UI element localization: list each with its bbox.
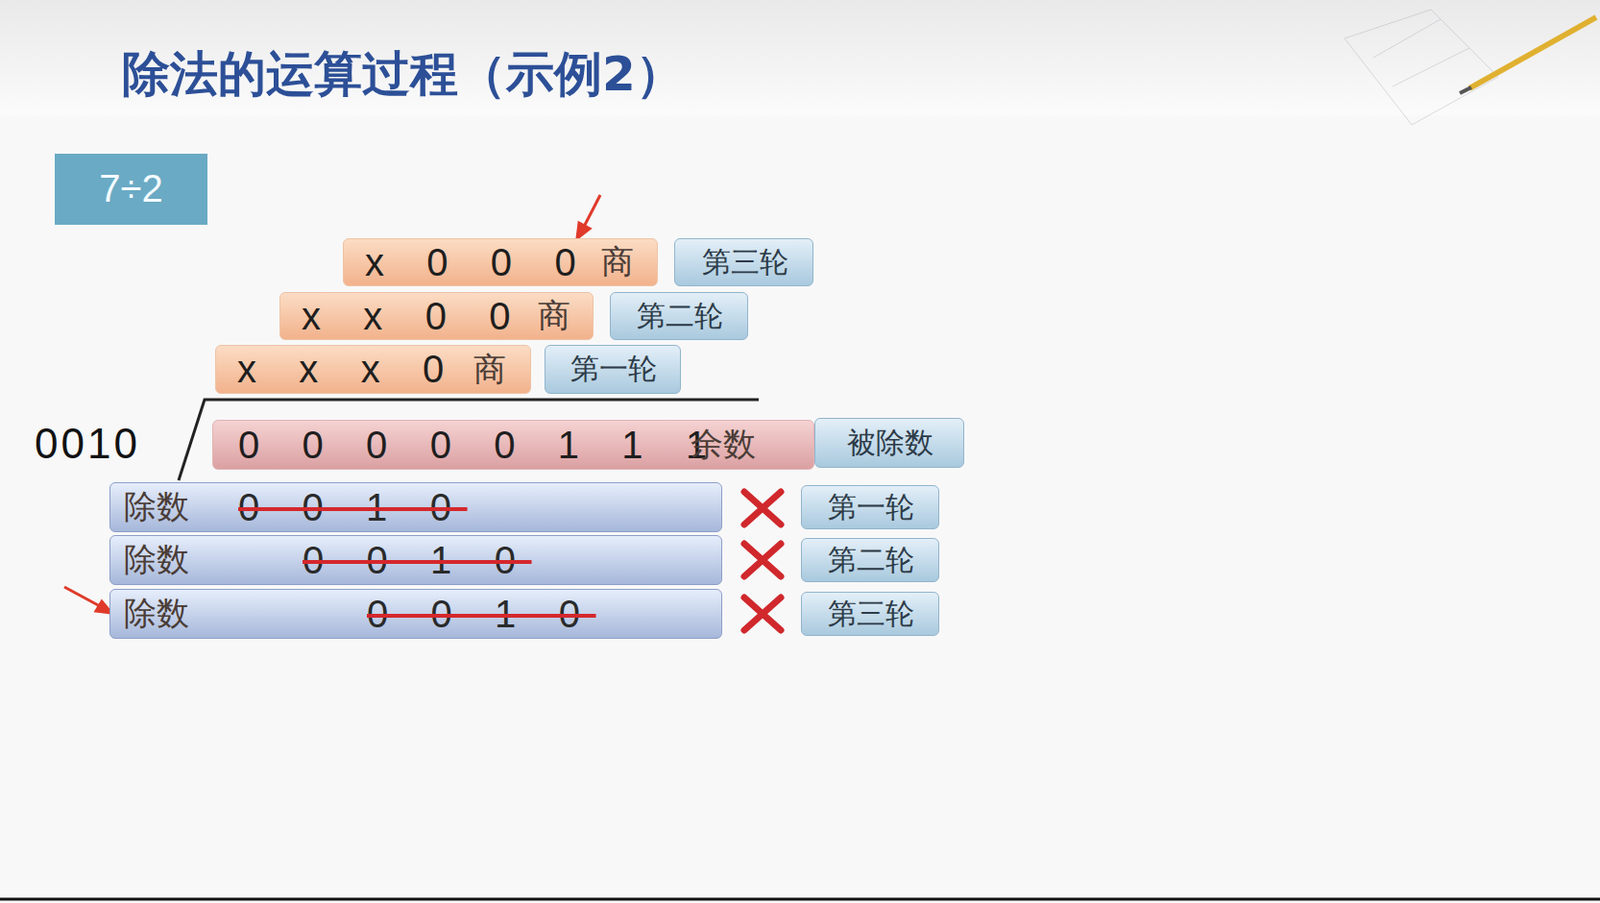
pencil [1469, 17, 1597, 89]
dividend-bar: 0 0 0 0 0 1 1 1余数 [212, 419, 815, 470]
node-text: 商 [473, 347, 507, 392]
round-tag: 第三轮 [800, 591, 940, 636]
bit-digits: x 0 0 0 [364, 241, 592, 285]
bit-digits: 0 0 0 0 0 1 1 1 [238, 423, 724, 467]
pencil-tip [1459, 87, 1472, 94]
cross-marks [744, 491, 781, 631]
node-text: 被除数 [847, 423, 934, 463]
pointer-arrows [64, 194, 601, 613]
node-text: 除数 [123, 591, 190, 636]
bit-digits: 0 0 1 0 [366, 592, 597, 636]
round-tag: 第二轮 [609, 291, 749, 340]
node-text: 第二轮 [636, 296, 724, 337]
quotient-bar: x x x 0 商 [215, 344, 532, 394]
round-tag: 第三轮 [674, 238, 814, 287]
round-tag: 第二轮 [800, 537, 940, 582]
bit-digits: x x 0 0 [301, 294, 527, 339]
page-ground [0, 115, 1600, 898]
quotient-bar: x 0 0 0商 [342, 238, 658, 287]
node-text: 除数 [123, 537, 190, 582]
node-text: 余数 [690, 422, 756, 467]
node-text: 第二轮 [827, 540, 915, 581]
quotient-bar: x x 0 0商 [279, 291, 594, 340]
divisor-label: 0010 [34, 419, 141, 468]
node-text: 7÷2 [98, 167, 163, 211]
slide-title: 除法的运算过程（示例2） [121, 42, 684, 107]
node-text: 除数 [123, 484, 190, 530]
problem-box: 7÷2 [54, 153, 208, 225]
round-tag: 第一轮 [544, 344, 681, 394]
bit-digits: 0 0 1 0 [302, 538, 533, 582]
node-text: 商 [537, 293, 571, 339]
divisor-bar: 除数 0 0 1 0 [109, 482, 723, 533]
divisor-bar: 除数 0 0 1 0 [109, 534, 723, 585]
round-tag: 第一轮 [800, 484, 940, 530]
node-text: 第三轮 [702, 242, 789, 283]
divisor-bar: 除数 0 0 1 0 [109, 588, 723, 639]
node-text: 商 [601, 240, 634, 285]
bit-digits: 0 0 1 0 [238, 485, 468, 530]
node-text: 第一轮 [827, 487, 915, 528]
bottom-rule [0, 897, 1600, 901]
header-decoration [1344, 9, 1499, 125]
dividend-tag: 被除数 [814, 417, 965, 468]
node-text: 第三轮 [827, 594, 915, 634]
bit-digits: x x x 0 [237, 347, 461, 391]
node-text: 第一轮 [570, 349, 657, 389]
